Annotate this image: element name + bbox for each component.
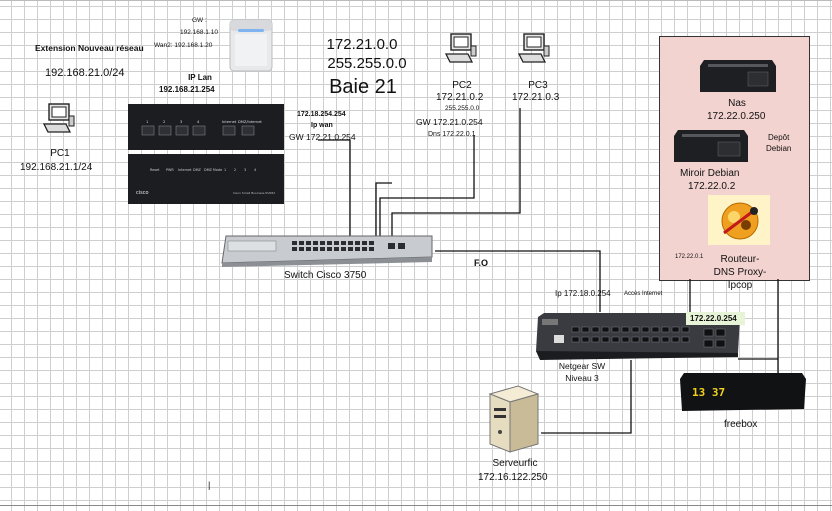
pc1-name: PC1: [50, 148, 70, 159]
pc3-ip: 172.21.0.3: [512, 92, 560, 103]
routeur-line3: Ipcop: [727, 280, 753, 291]
switch-cisco-label: Switch Cisco 3750: [284, 270, 367, 281]
router-status-label: 3: [244, 168, 246, 172]
link-pc3-switch: [391, 108, 521, 238]
router-status-label: DMZ: [193, 168, 202, 172]
mirror-server-icon: [672, 128, 750, 164]
link-netgear-server: [541, 360, 632, 434]
ip-lan-value: 192.168.21.254: [159, 85, 215, 94]
pc2-icon: [442, 32, 478, 72]
cisco-router-icon: 1 2 3 4 Internet DMZ/Internet Reset PWR …: [128, 104, 284, 204]
extension-title: Extension Nouveau réseau: [35, 43, 144, 53]
link-router-switch: [318, 139, 351, 238]
wan2-ip: Wan2: 192.168.1.20: [154, 42, 213, 49]
file-server-icon: [484, 384, 542, 454]
pc2-mask: 255.255.0.0: [445, 105, 480, 112]
baie-network: 172.21.0.0: [326, 36, 398, 53]
internet-access-label: Accès Internet: [624, 291, 663, 297]
server-ip: 172.16.122.250: [478, 472, 548, 483]
gw-label: GW :: [192, 17, 207, 24]
baie-name: Baie 21: [329, 76, 397, 98]
router-status-label: DMZ Mode: [204, 168, 222, 172]
miroir-ip: 172.22.0.2: [688, 181, 736, 192]
wan-ip: 172.18.254.254: [297, 111, 346, 118]
router-status-label: Internet: [178, 168, 192, 172]
pc1-ip: 192.168.21.1/24: [20, 162, 93, 173]
router-port-label: Internet: [222, 120, 237, 124]
ipcop-logo-icon: [706, 193, 772, 247]
depot-label: Depôt: [768, 133, 790, 142]
wan-gw: GW 172.21.0.254: [289, 132, 356, 142]
gw-ip: 192.168.1.10: [180, 29, 218, 36]
router-status-label: 4: [254, 168, 256, 172]
pc3-name: PC3: [528, 80, 548, 91]
baie-mask: 255.255.0.0: [327, 55, 407, 72]
extension-subnet: 192.168.21.0/24: [45, 67, 125, 79]
link-switch-netgear: [435, 250, 601, 312]
miroir-name: Miroir Debian: [680, 168, 740, 179]
netgear-name: Netgear SW: [558, 361, 606, 371]
router-status-label: 1: [224, 168, 226, 172]
fo-label: F.O: [474, 258, 489, 268]
link-mid-switch: [375, 182, 392, 238]
routeur-line2: DNS Proxy-: [713, 267, 767, 278]
link-pc2-switch: [379, 135, 475, 238]
router-status-label: PWR: [166, 168, 174, 172]
pc2-dns: Dns 172.22.0.1: [428, 131, 476, 138]
wan-label: Ip wan: [311, 122, 333, 129]
pc2-gw: GW 172.21.0.254: [416, 117, 483, 127]
nas-ip: 172.22.0.250: [707, 111, 766, 122]
freebox-label: freebox: [724, 419, 758, 430]
router-port-label: 4: [197, 120, 200, 124]
ip-lan-label: IP Lan: [188, 73, 212, 82]
router-port-label: 2: [163, 120, 165, 124]
router-status-label: Reset: [150, 168, 160, 172]
bottom-border: [0, 505, 832, 506]
router-port-label: DMZ/Internet: [238, 120, 262, 124]
debian-label: Debian: [766, 144, 792, 153]
wifi-router-icon: [229, 19, 273, 72]
routeur-line1: Routeur-: [720, 254, 760, 265]
cisco-model: Cisco Small Business RV082: [233, 191, 275, 195]
pc3-icon: [515, 32, 551, 72]
top-border: [0, 0, 832, 1]
pc2-ip: 172.21.0.2: [436, 92, 484, 103]
router-port-label: 3: [180, 120, 182, 124]
cisco-brand: cisco: [136, 190, 149, 196]
netgear-ip: Ip 172.18.0.254: [555, 289, 611, 298]
netgear-level: Niveau 3: [565, 373, 599, 383]
nas-server-icon: [698, 58, 778, 94]
pc2-name: PC2: [452, 80, 472, 91]
freebox-display: 13 37: [692, 386, 725, 399]
router-status-label: 2: [234, 168, 236, 172]
text-cursor: |: [208, 480, 211, 490]
nas-name: Nas: [728, 98, 746, 109]
router-port-label: 1: [146, 120, 148, 124]
server-name: Serveurfic: [492, 458, 538, 469]
cisco-switch-icon: [220, 233, 436, 267]
pc1-icon: [40, 102, 76, 142]
freebox-icon: 13 37: [680, 373, 806, 411]
routeur-ip: 172.22.0.1: [675, 254, 704, 260]
subnet-badge: 172.22.0.254: [686, 312, 745, 326]
